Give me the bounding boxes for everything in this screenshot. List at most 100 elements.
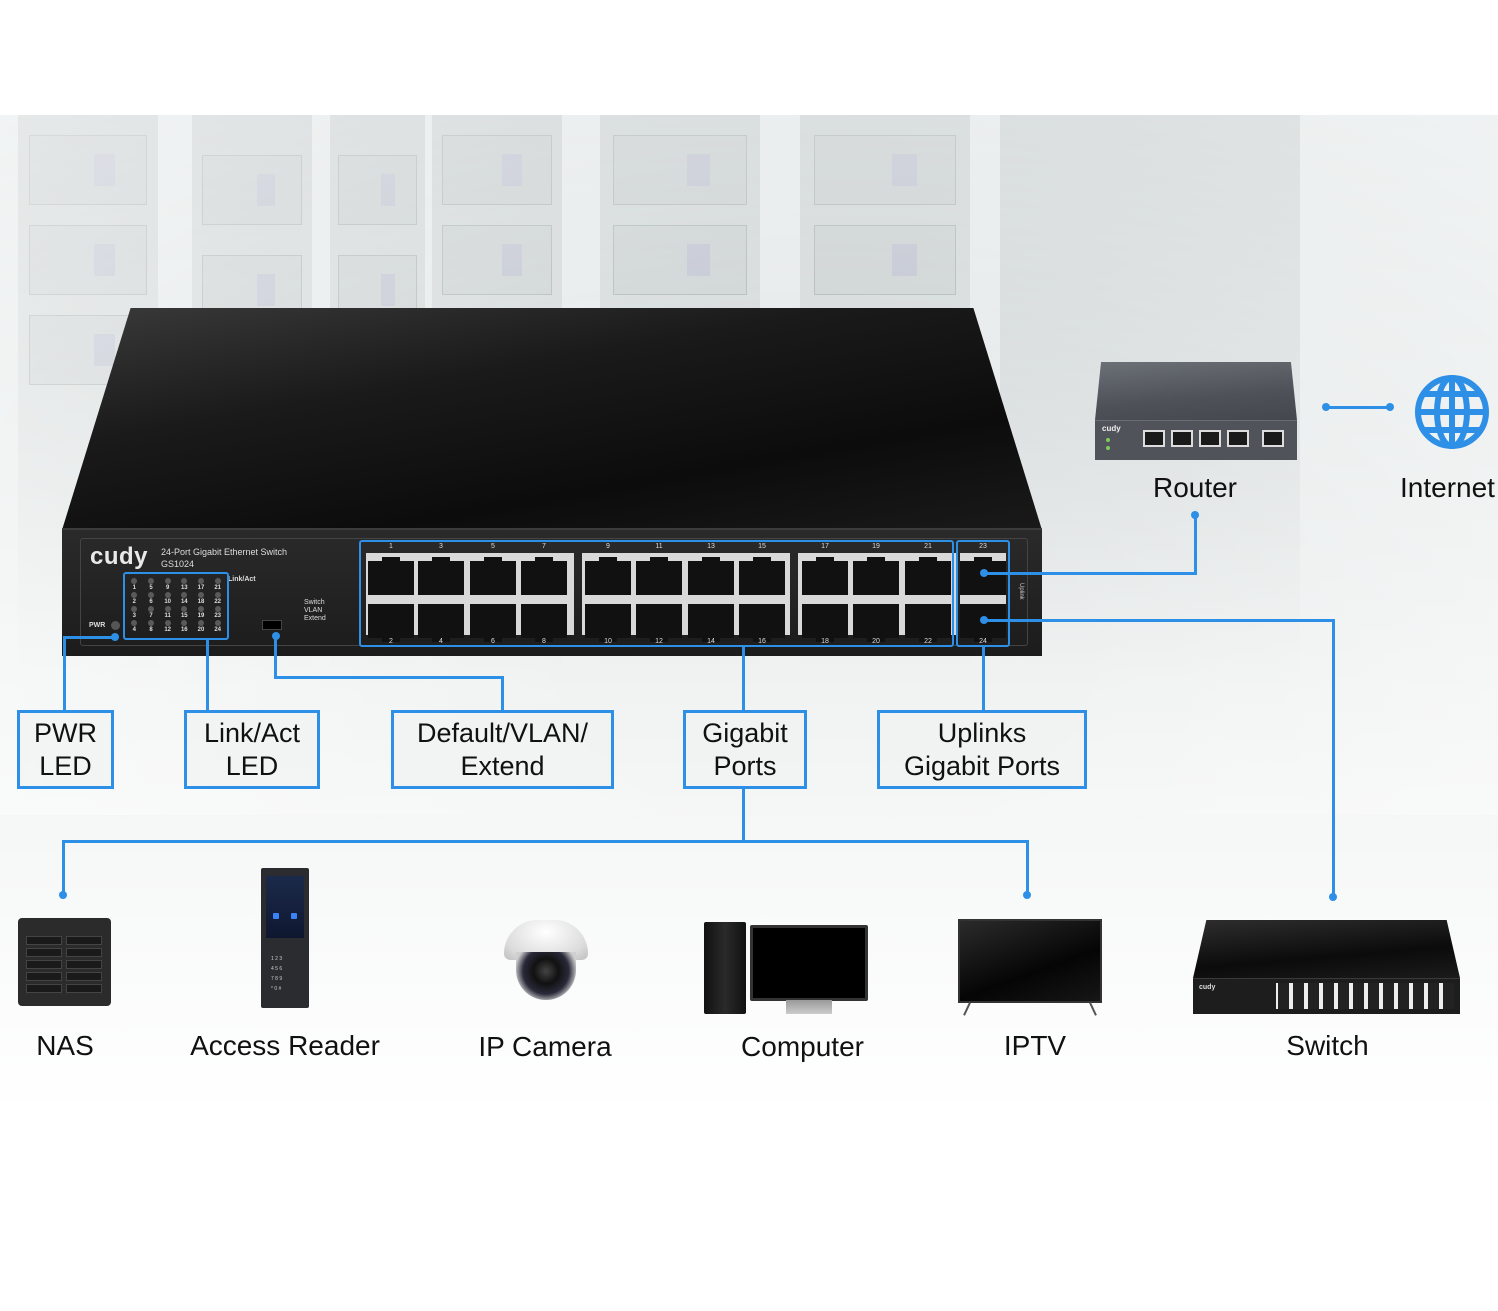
led-number: 6 — [149, 599, 153, 605]
port-number: 13 — [707, 543, 715, 550]
led-number: 22 — [214, 599, 221, 605]
callout-uplink-ports: Uplinks Gigabit Ports — [877, 710, 1087, 789]
callout-gigabit-ports: Gigabit Ports — [683, 710, 807, 789]
port-number: 16 — [758, 638, 766, 645]
port-number: 18 — [821, 638, 829, 645]
led-dot — [131, 578, 138, 584]
ethernet-port — [368, 604, 414, 642]
led-dot — [181, 620, 188, 626]
switch-brand: cudy — [1199, 984, 1216, 991]
connector-line — [206, 640, 209, 712]
uplink-ports-highlight — [956, 540, 1010, 647]
mode-switch-labels: Switch VLAN Extend — [304, 599, 326, 623]
link-act-led: 6 — [143, 592, 160, 606]
led-number: 21 — [214, 585, 221, 591]
ethernet-port — [853, 604, 899, 642]
led-dot — [197, 606, 204, 612]
connector-line — [984, 619, 1334, 622]
pwr-led-indicator — [111, 621, 120, 630]
led-number: 10 — [164, 599, 171, 605]
led-number: 18 — [197, 599, 205, 605]
device-label-computer: Computer — [741, 1031, 864, 1062]
led-dot — [197, 620, 204, 626]
ethernet-port — [585, 557, 631, 595]
pwr-led-pointer — [111, 633, 119, 641]
ethernet-port — [418, 604, 464, 642]
led-dot — [147, 592, 154, 598]
port-number: 21 — [924, 543, 932, 550]
led-number: 13 — [180, 585, 188, 591]
connector-line — [742, 647, 745, 712]
led-dot — [181, 592, 188, 598]
port-number: 2 — [389, 638, 393, 645]
callout-mode-switch: Default/VLAN/ Extend — [391, 710, 614, 789]
connector-line — [501, 676, 504, 712]
connector-line — [1332, 619, 1335, 897]
link-act-led: 19 — [193, 606, 210, 620]
port-number: 14 — [707, 638, 715, 645]
ethernet-port — [905, 604, 951, 642]
led-dot — [181, 578, 188, 584]
led-number: 12 — [164, 627, 171, 633]
link-act-led: 23 — [209, 606, 226, 620]
mode-label-extend: Extend — [304, 615, 326, 622]
led-number: 20 — [197, 627, 205, 633]
port-number: 23 — [979, 543, 987, 550]
connector-line — [274, 636, 277, 678]
nas-icon — [18, 918, 111, 1006]
ethernet-port — [585, 604, 631, 642]
link-act-led: 22 — [209, 592, 226, 606]
connector-line — [742, 788, 745, 843]
led-dot — [147, 578, 154, 584]
model-description: 24-Port Gigabit Ethernet Switch — [161, 547, 288, 557]
led-number: 24 — [214, 627, 221, 633]
ethernet-port — [636, 604, 682, 642]
ethernet-port — [418, 557, 464, 595]
ethernet-port — [470, 557, 516, 595]
led-dot — [164, 606, 171, 612]
led-dot — [214, 606, 221, 612]
connector-line — [984, 572, 1196, 575]
link-act-led: 3 — [126, 606, 143, 620]
led-dot — [147, 620, 154, 626]
led-dot — [197, 578, 204, 584]
ethernet-port — [368, 557, 414, 595]
mode-label-switch: Switch — [304, 599, 325, 606]
link-act-led: 15 — [176, 606, 193, 620]
switch-pointer — [1329, 893, 1337, 901]
link-act-led: 12 — [159, 620, 176, 634]
ethernet-port — [521, 604, 567, 642]
link-act-highlight — [123, 572, 229, 640]
ethernet-port — [960, 557, 1006, 595]
led-number: 19 — [197, 613, 205, 619]
led-number: 9 — [165, 585, 170, 591]
port-number: 11 — [655, 543, 663, 550]
device-label-switch: Switch — [1286, 1030, 1369, 1061]
link-act-led: 18 — [193, 592, 210, 606]
led-number: 14 — [180, 599, 188, 605]
led-number: 8 — [149, 627, 153, 633]
port-number: 3 — [439, 543, 443, 550]
led-dot — [131, 592, 138, 598]
connector-line — [982, 647, 985, 712]
led-number: 7 — [149, 613, 153, 619]
internet-label: Internet — [1400, 472, 1495, 503]
mode-switch-toggle — [262, 620, 282, 630]
port-number: 7 — [542, 543, 546, 550]
led-number: 4 — [132, 627, 136, 633]
connector-line — [1026, 840, 1029, 895]
device-label-iptv: IPTV — [1003, 1030, 1067, 1061]
link-act-led: 11 — [159, 606, 176, 620]
model-code: GS1024 — [161, 559, 195, 569]
connector-line — [62, 840, 65, 895]
callout-pwr-led: PWR LED — [17, 710, 114, 789]
port-number: 22 — [924, 638, 932, 645]
link-act-led: 1 — [126, 578, 143, 592]
port-number: 20 — [872, 638, 880, 645]
port-number: 10 — [604, 638, 612, 645]
link-act-led: 2 — [126, 592, 143, 606]
led-dot — [214, 578, 221, 584]
led-number: 3 — [132, 613, 136, 619]
port-number: 5 — [491, 543, 495, 550]
